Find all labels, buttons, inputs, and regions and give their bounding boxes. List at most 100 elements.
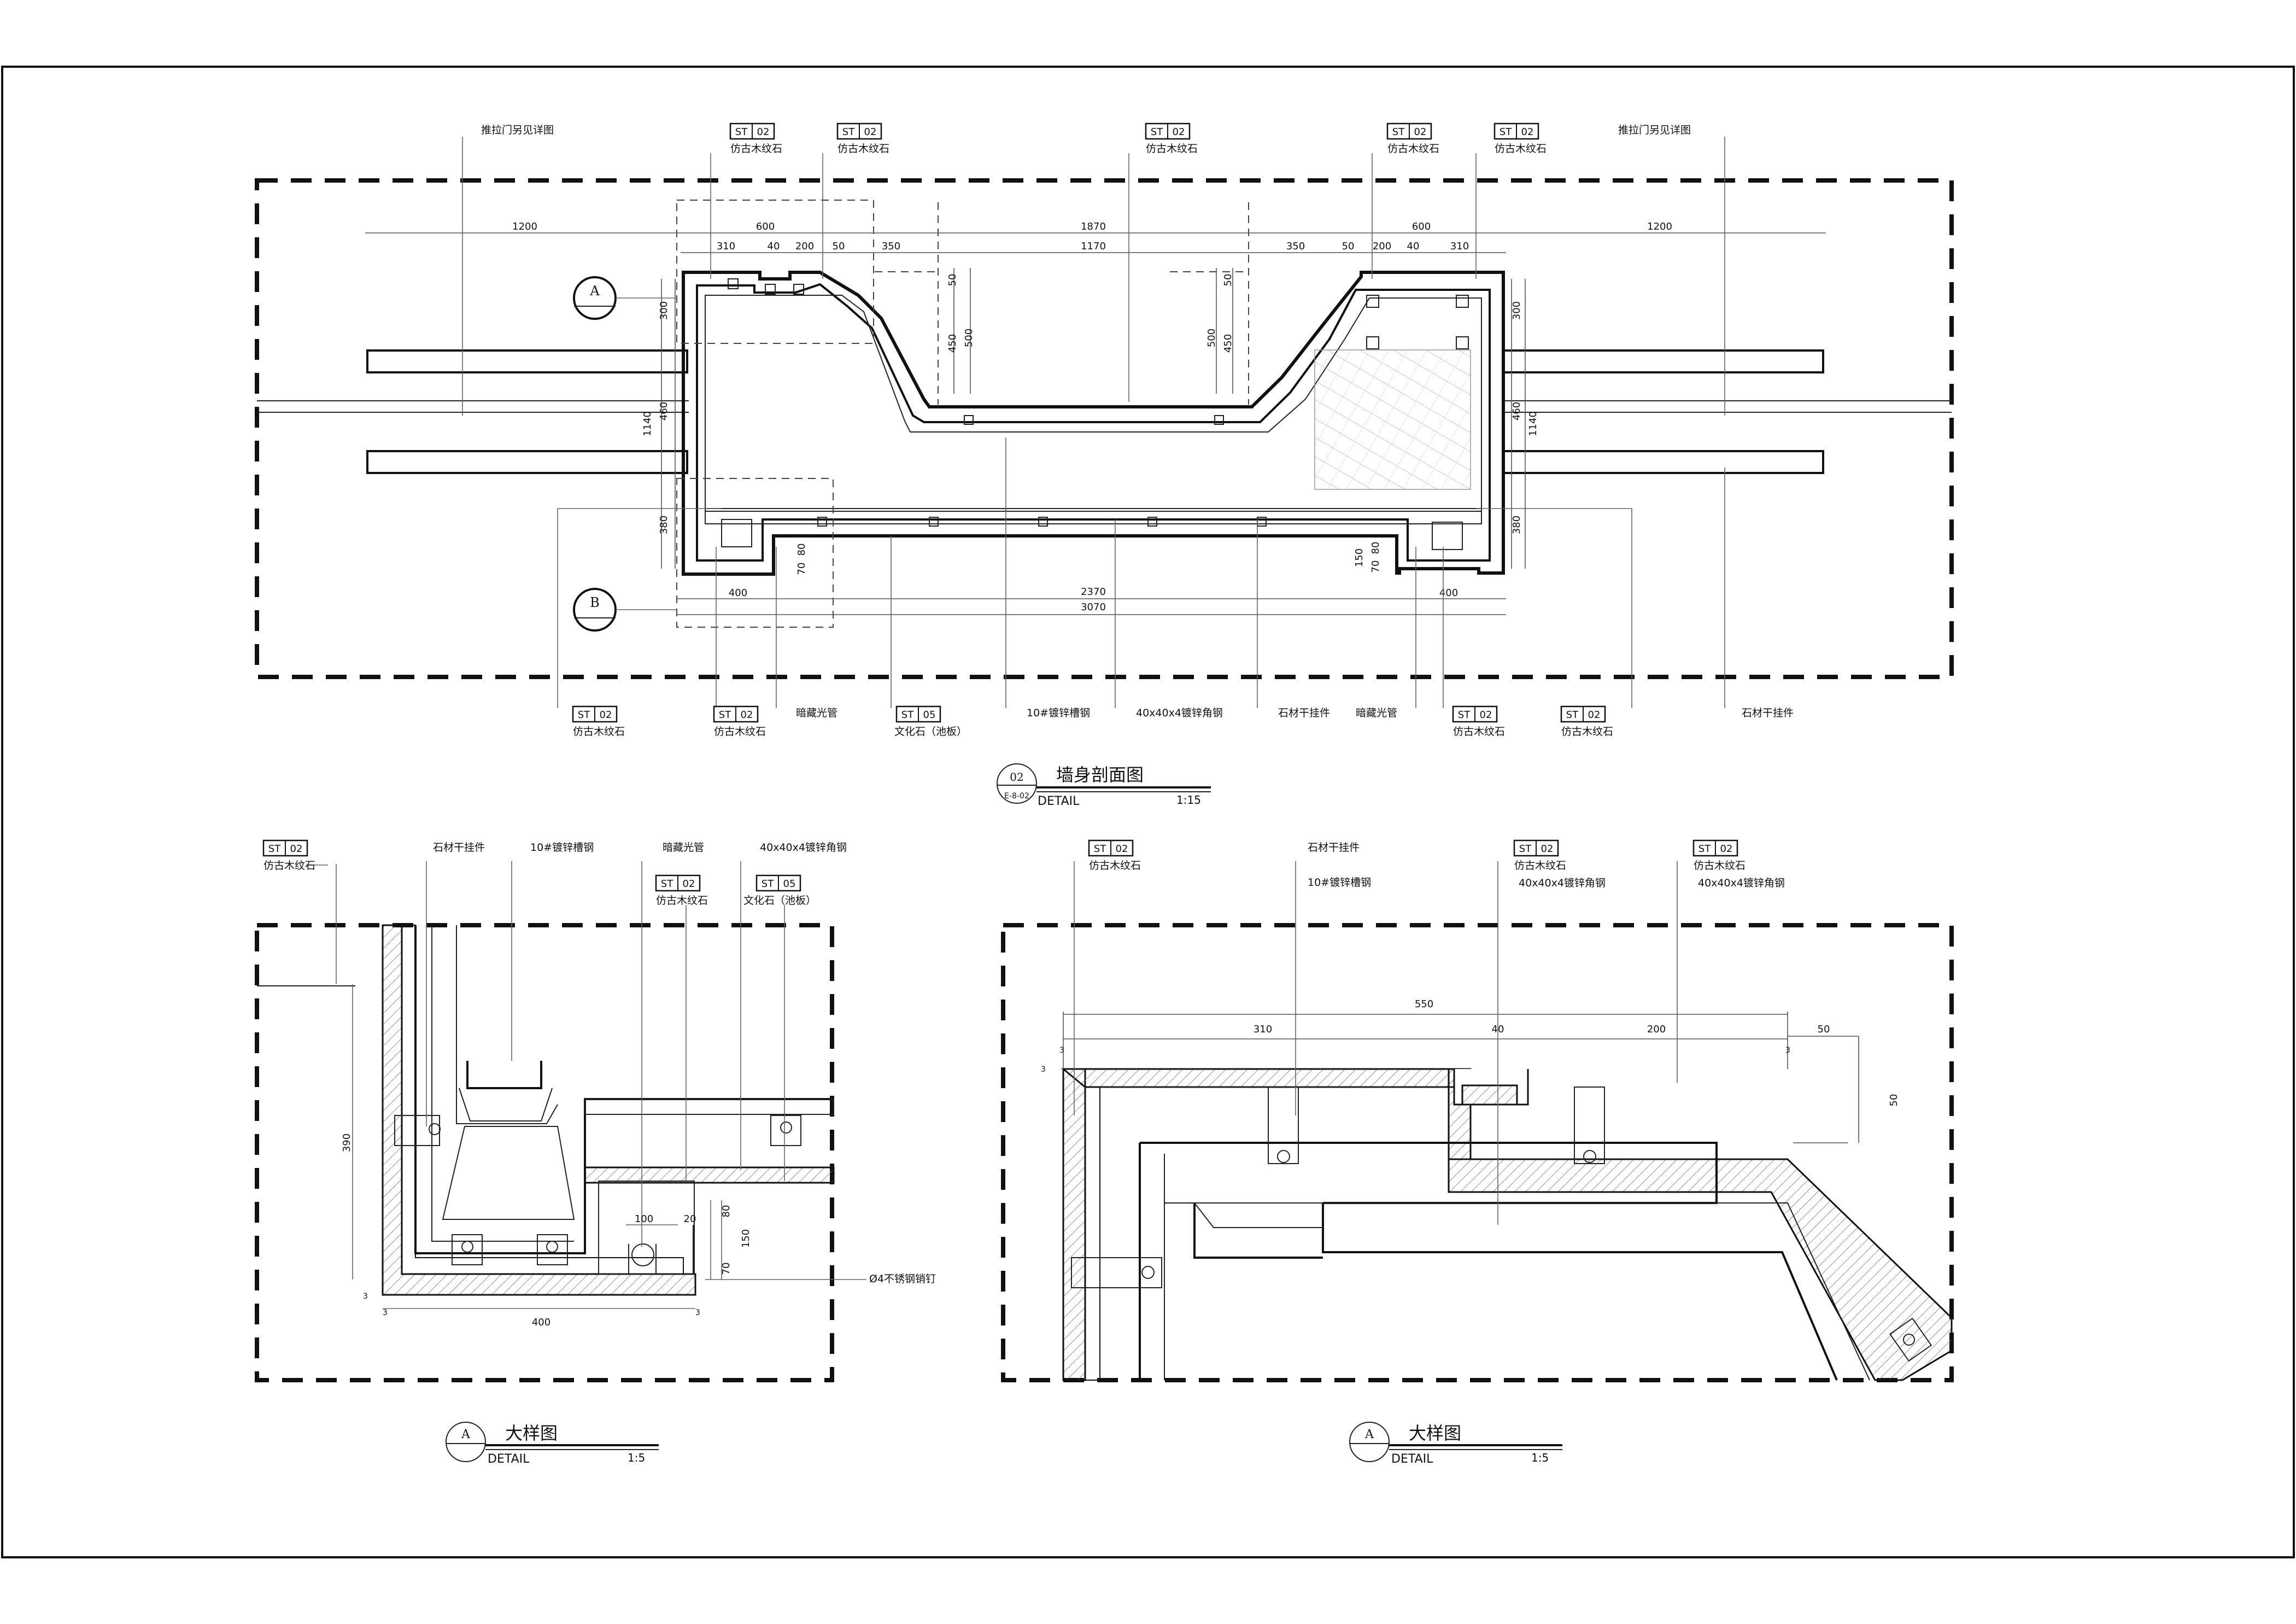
tag-desc: 仿古木纹石 (1495, 143, 1547, 155)
dim-text: 200 (1647, 1024, 1666, 1035)
detail-left-dims: 390 400 100 20 80 70 150 3 3 3 (341, 1134, 752, 1328)
tag-code: ST (268, 843, 281, 855)
detail-title: 大样图 (505, 1423, 558, 1444)
dim-text: 1870 (1081, 221, 1106, 232)
dim-text: 50 (1222, 274, 1234, 287)
note-text: 10#镀锌槽钢 (1308, 877, 1371, 889)
dim-text: 3 (383, 1308, 388, 1317)
tag-code: ST (1094, 843, 1106, 855)
callout-marker-a: A (573, 276, 677, 320)
dim-text: 40 (1407, 241, 1420, 252)
dim-text: 150 (1354, 548, 1365, 567)
tag-desc: 仿古木纹石 (714, 726, 766, 738)
detail-left-frame (255, 923, 834, 1382)
stone-cladding (382, 924, 696, 1296)
tag-num: 05 (783, 878, 796, 890)
tag-desc: 仿古木纹石 (573, 726, 625, 738)
tag-code: ST (1698, 843, 1711, 855)
tag-num: 02 (864, 126, 877, 138)
dim-text: 50 (1888, 1094, 1900, 1107)
tag-desc-extra: 仿古木纹石 (1514, 860, 1566, 872)
tag-code: ST (661, 878, 673, 890)
bottom-tag-4: ST 02 仿古木纹石 (1452, 705, 1505, 738)
planter-shell (682, 271, 1505, 576)
dim-text: 310 (717, 241, 735, 252)
tag-code: ST (1458, 709, 1471, 721)
bottom-tag-5: ST 02 仿古木纹石 (1560, 705, 1613, 738)
detail-right-title-block: A 大样图 DETAIL 1:5 (1349, 1422, 1562, 1466)
dim-text: 310 (1254, 1024, 1272, 1035)
bottom-tag-2: ST 02 仿古木纹石 (713, 705, 766, 738)
callout-marker-b: B (573, 588, 677, 632)
tag-code: ST (842, 126, 855, 138)
bottom-tag-1: ST 02 仿古木纹石 (572, 705, 625, 738)
detail-right-tag-2: ST 02 仿古木纹石 40x40x4镀锌角钢 (1513, 839, 1606, 889)
dim-text: 100 (635, 1213, 653, 1225)
dim-text: 380 (658, 516, 670, 534)
tag-num: 02 (1588, 709, 1601, 721)
dim-text: 70 (721, 1263, 732, 1275)
sheet-ref: E-8-02 (1004, 792, 1029, 801)
tag-num: 02 (1116, 843, 1128, 855)
detail-subtitle: DETAIL (488, 1452, 530, 1466)
dim-text: 1140 (642, 411, 653, 436)
section-scale: 1:15 (1176, 793, 1201, 807)
tag-desc-extra: 仿古木纹石 (1694, 860, 1746, 872)
dim-text: 450 (947, 334, 958, 353)
dim-text: 3 (1059, 1046, 1064, 1055)
main-section: 1200 600 1870 600 1200 310 40 200 50 350… (255, 122, 1954, 808)
top-leaders (462, 137, 1725, 416)
detail-right-tag-3: ST 02 仿古木纹石 40x40x4镀锌角钢 (1692, 839, 1785, 889)
dim-text: 200 (795, 241, 814, 252)
dim-text: 20 (684, 1213, 696, 1225)
tag-num: 02 (1521, 126, 1534, 138)
tag-desc: 仿古木纹石 (837, 143, 889, 155)
top-tag-5: ST 02 仿古木纹石 (1493, 122, 1547, 155)
dim-text: 460 (1511, 402, 1522, 420)
detail-right-frame (1001, 923, 1954, 1382)
tag-code: ST (762, 878, 774, 890)
main-title-block: 02 E-8-02 墙身剖面图 DETAIL 1:15 (997, 763, 1211, 808)
dim-text: 2370 (1081, 586, 1106, 598)
dim-text: 600 (756, 221, 775, 232)
detail-marker: A (461, 1428, 471, 1441)
dim-text: 3 (363, 1292, 368, 1301)
dim-text: 3 (1785, 1046, 1790, 1055)
tag-code: ST (578, 709, 590, 721)
dim-text: 200 (1373, 241, 1391, 252)
dim-text: 40 (768, 241, 780, 252)
dim-text: 390 (341, 1134, 353, 1152)
dim-text: 300 (658, 301, 670, 320)
callout-region-a (676, 200, 874, 344)
tag-desc: 仿古木纹石 (263, 860, 315, 872)
tag-desc: 仿古木纹石 (1387, 143, 1439, 155)
top-dimension-texts: 1200 600 1870 600 1200 310 40 200 50 350… (512, 221, 1672, 252)
tag-desc: 40x40x4镀锌角钢 (1519, 877, 1606, 889)
tag-desc: 仿古木纹石 (1089, 860, 1141, 872)
dim-text: 380 (1511, 516, 1522, 534)
detail-scale: 1:5 (1531, 1451, 1549, 1464)
tag-num: 02 (1480, 709, 1492, 721)
tag-desc: 40x40x4镀锌角钢 (1698, 877, 1785, 889)
tag-num: 02 (741, 709, 753, 721)
detail-left-tag-1: ST 02 仿古木纹石 (262, 839, 315, 872)
vertical-dimension-texts: 50 450 500 500 450 50 300 460 1140 380 3… (642, 274, 1539, 535)
tag-desc: 仿古木纹石 (656, 895, 708, 907)
detail-title: 大样图 (1409, 1423, 1461, 1444)
stone-infill (1314, 349, 1471, 490)
note-text: 暗藏光管 (1356, 707, 1397, 719)
detail-right: 550 310 40 200 50 50 3 3 3 ST 02 仿古木纹石 S… (1001, 839, 1954, 1466)
tag-desc: 仿古木纹石 (730, 143, 782, 155)
note-text: 石材干挂件 (1742, 707, 1794, 719)
dim-text: 50 (1818, 1024, 1830, 1035)
dim-text: 1170 (1081, 241, 1106, 252)
section-title: 墙身剖面图 (1056, 764, 1144, 785)
detail-left-tag-2: ST 02 仿古木纹石 (655, 874, 708, 907)
section-number: 02 (1010, 770, 1023, 784)
note-text: 40x40x4镀锌角钢 (1136, 707, 1223, 719)
note-text: 暗藏光管 (663, 842, 704, 854)
dim-text: 80 (1370, 542, 1381, 554)
note-text: 石材干挂件 (1308, 842, 1360, 854)
detail-right-dims: 550 310 40 200 50 50 3 3 3 (1041, 998, 1900, 1106)
